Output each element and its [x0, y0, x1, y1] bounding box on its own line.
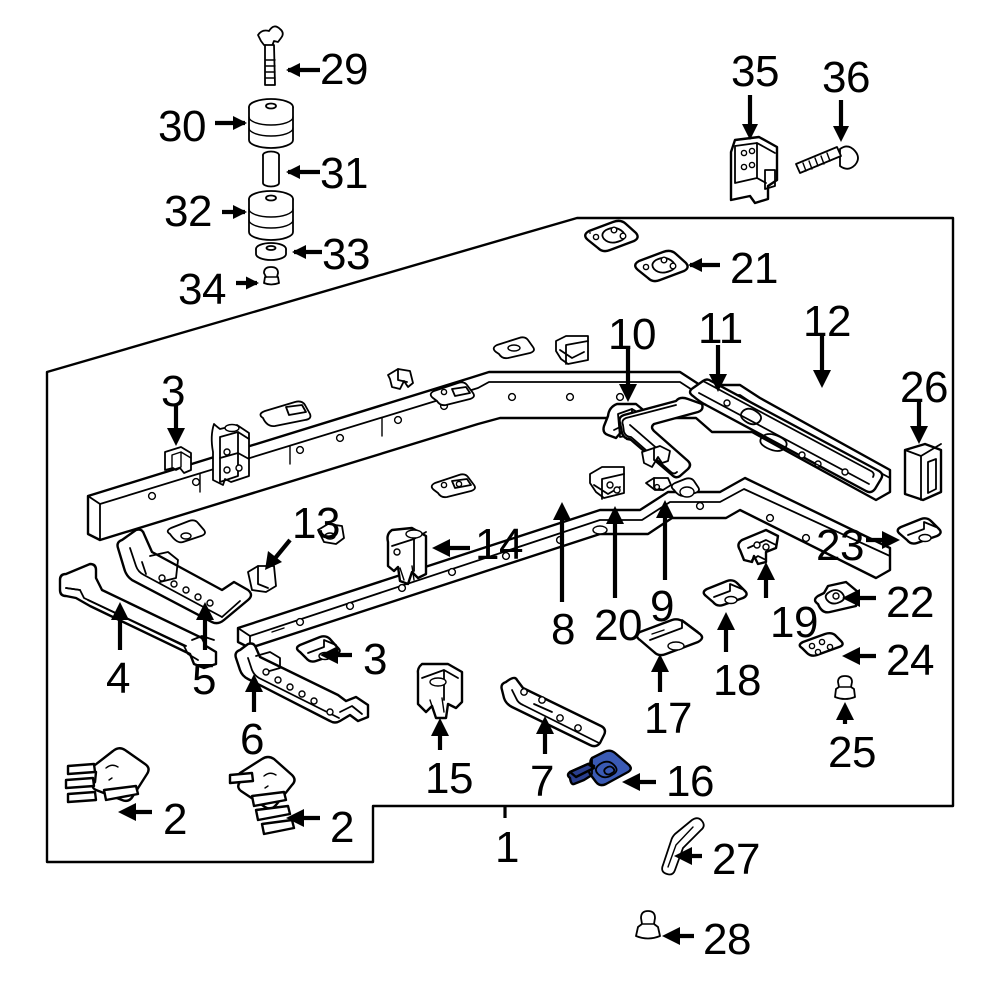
part-32-cushion	[248, 190, 294, 241]
callout-9: 9	[650, 582, 674, 631]
part-18-bracket	[702, 579, 748, 607]
callout-19: 19	[770, 598, 818, 647]
callout-1: 1	[495, 823, 519, 872]
callout-36: 36	[822, 53, 870, 102]
part-30-cushion	[248, 98, 294, 149]
part-3-upper	[164, 446, 192, 474]
part-17-bracket	[635, 618, 704, 657]
part-15-bracket	[416, 662, 464, 720]
part-5-crossmember	[116, 528, 253, 625]
part-16-bracket-highlighted	[566, 749, 632, 787]
cushion-stack-group	[248, 25, 294, 286]
callout-24: 24	[886, 636, 934, 685]
part-14-bracket	[386, 526, 428, 586]
callout-25: 25	[828, 728, 876, 777]
callout-27: 27	[712, 835, 760, 884]
callout-34: 34	[178, 265, 226, 314]
part-24-plate	[798, 632, 844, 657]
part-35-bracket	[729, 135, 779, 205]
part-26-block	[903, 442, 943, 502]
bracket-cluster-lower-rail	[430, 445, 700, 500]
callout-20: 20	[594, 601, 642, 650]
callout-26: 26	[900, 363, 948, 412]
frame-assembly-outline	[45, 216, 955, 864]
callout-3-upper: 3	[161, 367, 185, 416]
callout-arrows	[111, 63, 928, 945]
callout-7: 7	[530, 757, 554, 806]
part-28-plug	[635, 910, 661, 940]
part-23-bracket	[896, 517, 942, 545]
callout-32: 32	[164, 187, 212, 236]
frame-rail-left-lower	[236, 476, 892, 650]
callout-15: 15	[425, 754, 473, 803]
part-29-bolt	[257, 25, 284, 86]
part-22-bracket	[813, 580, 860, 614]
bracket-cluster-upper-left	[164, 400, 312, 486]
callout-13: 13	[292, 499, 340, 548]
callout-28: 28	[703, 915, 751, 964]
part-21-plates	[584, 219, 689, 283]
callout-3-lower: 3	[363, 635, 387, 684]
part-31-sleeve	[262, 150, 280, 188]
part-2-right	[228, 755, 296, 836]
part-2-left	[64, 747, 150, 804]
part-6-crossmember	[234, 642, 370, 724]
bracket-wedge-left	[259, 400, 312, 427]
callout-16: 16	[666, 757, 714, 806]
part-27-rod	[661, 817, 705, 876]
callout-35: 35	[731, 47, 779, 96]
part-25-plug	[834, 675, 856, 700]
callout-6: 6	[240, 715, 264, 764]
callout-10: 10	[608, 310, 656, 359]
callout-4: 4	[106, 654, 130, 703]
part-19-bracket	[737, 528, 780, 566]
callout-17: 17	[644, 694, 692, 743]
part-34-nut	[263, 266, 280, 286]
callout-14: 14	[475, 520, 523, 569]
part-4-crossmember	[58, 562, 218, 670]
callout-21: 21	[730, 244, 778, 293]
part-12-crossmember	[688, 378, 884, 494]
callout-8: 8	[551, 605, 575, 654]
callout-23: 23	[816, 521, 864, 570]
part-33-washer	[255, 242, 287, 261]
part-7-crossmember	[500, 676, 607, 748]
callout-18: 18	[713, 656, 761, 705]
part-36-bolt	[795, 145, 859, 174]
callout-31: 31	[320, 149, 368, 198]
bracket-misc-group	[166, 519, 345, 653]
callout-11: 11	[698, 304, 743, 353]
callout-33: 33	[322, 230, 370, 279]
callout-29: 29	[320, 45, 368, 94]
callout-5: 5	[192, 655, 216, 704]
bracket-cluster-upper-right	[387, 232, 591, 407]
callout-22: 22	[886, 578, 934, 627]
callout-30: 30	[158, 102, 206, 151]
callout-2-left: 2	[163, 795, 187, 844]
callout-12: 12	[803, 297, 851, 346]
callout-2-right: 2	[330, 803, 354, 852]
